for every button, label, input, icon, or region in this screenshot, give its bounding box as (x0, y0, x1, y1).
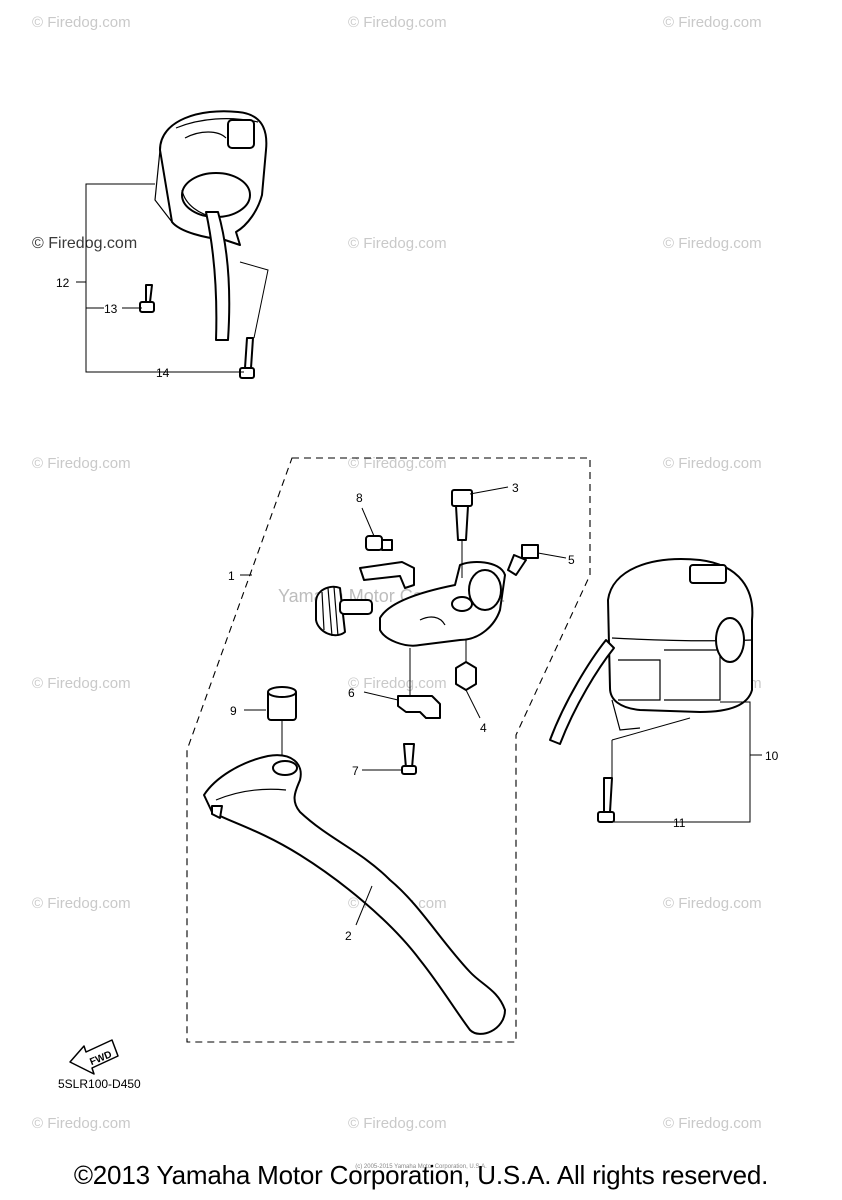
brake-switch-6 (363, 648, 441, 719)
handlebar-switch-left (76, 110, 269, 379)
watermark: © Firedog.com (32, 675, 131, 692)
watermark: © Firedog.com (32, 235, 137, 252)
watermark: © Firedog.com (348, 14, 447, 31)
callout-9: 9 (230, 704, 237, 718)
collar-9 (244, 686, 297, 760)
callout-3: 3 (512, 481, 519, 495)
callout-1: 1 (228, 569, 235, 583)
screw-7 (362, 743, 417, 775)
watermark: © Firedog.com (663, 895, 762, 912)
callout-11: 11 (673, 816, 686, 830)
nut-4 (455, 640, 481, 719)
callout-12: 12 (56, 276, 70, 290)
callout-14: 14 (156, 366, 170, 380)
watermark: © Firedog.com (32, 14, 131, 31)
lever-bracket (315, 561, 506, 647)
brake-lever-2 (203, 754, 506, 1035)
watermark: © Firedog.com (32, 895, 131, 912)
callouts: 1 2 3 4 5 6 7 8 9 10 11 12 13 14 (56, 276, 779, 943)
watermark: © Firedog.com (663, 14, 762, 31)
screw-5 (507, 544, 567, 576)
small-print: (c) 2005-2015 Yamaha Motor Corporation, … (355, 1164, 487, 1170)
watermark: © Firedog.com (663, 235, 762, 252)
handlebar-switch-right (549, 558, 762, 823)
assembly-boundary (186, 457, 591, 1043)
watermark: © Firedog.com (663, 455, 762, 472)
callout-10: 10 (765, 749, 779, 763)
callout-5: 5 (568, 553, 575, 567)
watermark: © Firedog.com (348, 455, 447, 472)
callout-13: 13 (104, 302, 118, 316)
callout-2: 2 (345, 929, 352, 943)
callout-6: 6 (348, 686, 355, 700)
bolt-3 (451, 486, 509, 578)
watermark: © Firedog.com (32, 1115, 131, 1132)
copyright-notice: ©2013 Yamaha Motor Corporation, U.S.A. A… (73, 1160, 769, 1190)
callout-8: 8 (356, 491, 363, 505)
watermark: © Firedog.com (348, 235, 447, 252)
watermark: © Firedog.com (663, 1115, 762, 1132)
screw-8 (361, 507, 393, 551)
watermark: © Firedog.com (348, 1115, 447, 1132)
diagram-code: 5SLR100-D450 (58, 1077, 141, 1091)
watermark: © Firedog.com (32, 455, 131, 472)
fwd-arrow-icon: FWD (69, 1039, 119, 1075)
watermark: © Firedog.com (348, 675, 447, 692)
callout-7: 7 (352, 764, 359, 778)
callout-4: 4 (480, 721, 487, 735)
